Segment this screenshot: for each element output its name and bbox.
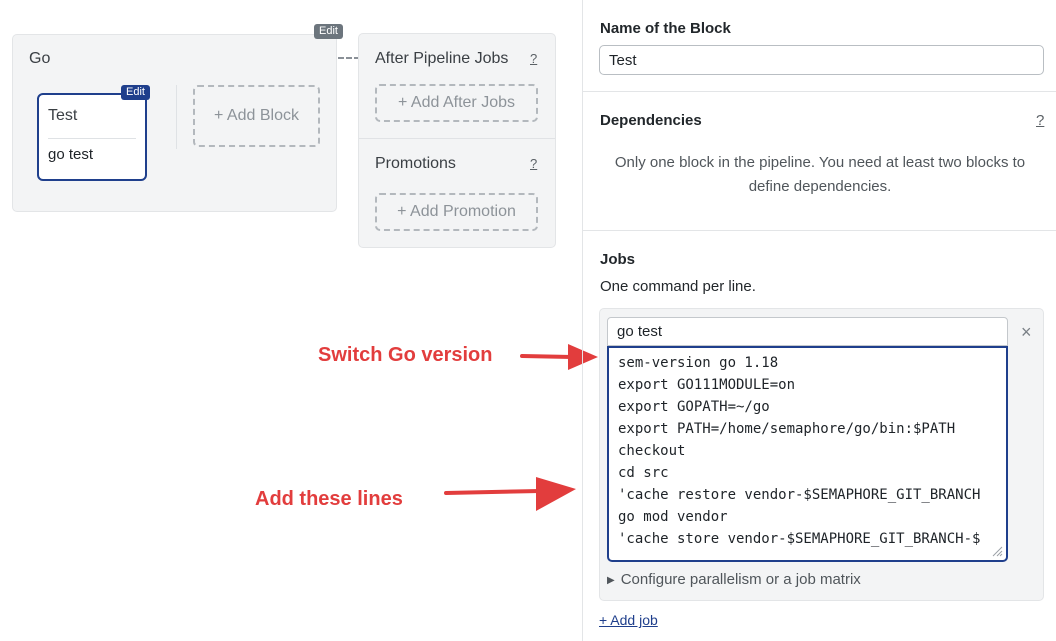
- dependencies-help-link[interactable]: ?: [1036, 112, 1045, 129]
- jobs-label: Jobs: [600, 251, 636, 268]
- add-block-button[interactable]: + Add Block: [193, 85, 320, 147]
- jobs-hint: One command per line.: [600, 278, 756, 295]
- command-line: sem-version go 1.18: [618, 355, 779, 371]
- command-line: cd src: [618, 465, 669, 481]
- job-name-input[interactable]: go test: [607, 317, 1008, 346]
- promotions-title: Promotions: [375, 155, 456, 172]
- block-job: go test: [48, 146, 94, 163]
- promotions-help-link[interactable]: ?: [530, 156, 538, 171]
- command-line: go mod vendor: [618, 509, 728, 525]
- block-divider: [48, 138, 136, 139]
- triangle-right-icon: ▶: [607, 575, 615, 586]
- command-line: export GOPATH=~/go: [618, 399, 770, 415]
- resize-handle-icon[interactable]: [991, 545, 1003, 557]
- job-commands-textarea[interactable]: sem-version go 1.18 export GO111MODULE=o…: [607, 346, 1008, 562]
- block-separator: [176, 85, 177, 149]
- block-name-label: Name of the Block: [600, 20, 731, 37]
- side-panel-divider: [359, 138, 555, 139]
- block-name-input[interactable]: Test: [599, 45, 1044, 75]
- after-pipeline-panel: [358, 33, 556, 248]
- command-line: 'cache store vendor-$SEMAPHORE_GIT_BRANC…: [618, 531, 981, 547]
- block-name: Test: [48, 107, 78, 124]
- add-promotion-button[interactable]: + Add Promotion: [375, 193, 538, 231]
- pipeline-title: Go: [29, 50, 51, 67]
- command-line: checkout: [618, 443, 686, 459]
- pipeline-connector: [338, 57, 360, 59]
- section-divider: [583, 230, 1056, 231]
- add-job-link[interactable]: + Add job: [599, 612, 658, 628]
- remove-job-icon[interactable]: ×: [1021, 322, 1032, 342]
- block-card-test[interactable]: [37, 93, 147, 181]
- command-line: 'cache restore vendor-$SEMAPHORE_GIT_BRA…: [618, 487, 981, 503]
- add-after-jobs-button[interactable]: + Add After Jobs: [375, 84, 538, 122]
- after-pipeline-help-link[interactable]: ?: [530, 51, 538, 66]
- command-line: export GO111MODULE=on: [618, 377, 796, 393]
- dependencies-label: Dependencies: [600, 112, 702, 129]
- arrow-right-icon: [444, 477, 576, 511]
- after-pipeline-title: After Pipeline Jobs: [375, 50, 509, 67]
- dependencies-message: Only one block in the pipeline. You need…: [614, 154, 1026, 195]
- configure-parallelism-label: Configure parallelism or a job matrix: [620, 571, 861, 588]
- command-line: export PATH=/home/semaphore/go/bin:$PATH: [618, 421, 956, 437]
- configure-parallelism-toggle[interactable]: ▶ Configure parallelism or a job matrix: [607, 571, 861, 588]
- annotation-switch-go: Switch Go version: [318, 344, 493, 366]
- pipeline-edit-button[interactable]: Edit: [314, 24, 343, 39]
- annotation-add-lines: Add these lines: [255, 488, 403, 510]
- block-edit-button[interactable]: Edit: [121, 85, 150, 100]
- section-divider: [583, 91, 1056, 92]
- arrow-right-icon: [520, 344, 598, 370]
- editor-panel-border: [582, 0, 583, 641]
